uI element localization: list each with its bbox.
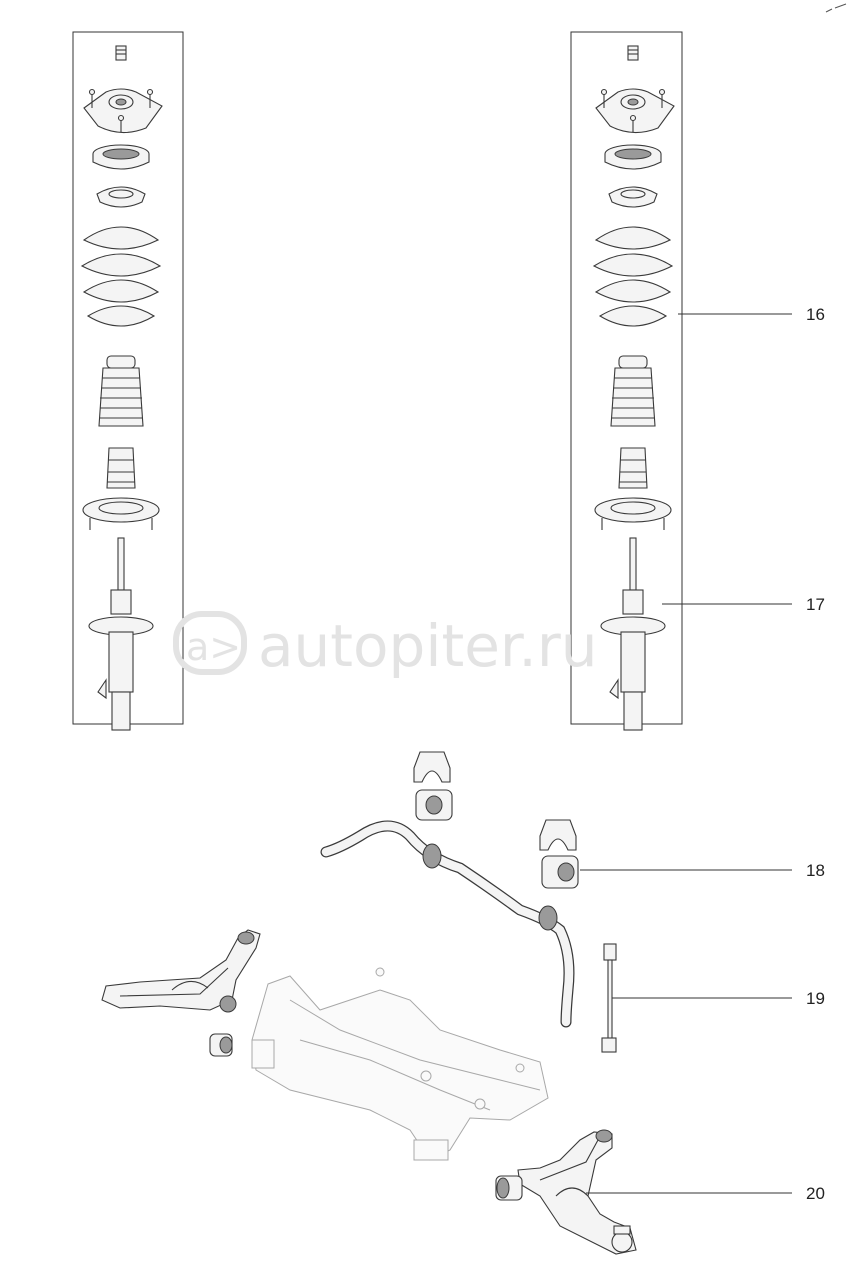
watermark-logo-icon (173, 611, 247, 675)
strut-assembly-icon (81, 45, 163, 731)
bushing-icon (209, 1033, 233, 1057)
bushing-icon (495, 1175, 523, 1201)
lower-control-arm-icon (517, 1129, 637, 1255)
watermark-text: autopiter.ru (258, 612, 597, 680)
bushing-bracket-icon (539, 819, 577, 851)
callout-18: 18 (806, 861, 825, 880)
stabilizer-bar-icon (320, 820, 575, 1028)
callout-16: 16 (806, 305, 825, 324)
lower-control-arm-icon (101, 929, 261, 1013)
callout-leaders (580, 313, 792, 1194)
strut-assembly-icon (593, 45, 675, 731)
bushing-icon (541, 855, 579, 889)
callout-19: 19 (806, 989, 825, 1008)
watermark: a> autopiter.ru (173, 611, 597, 680)
bushing-icon (415, 789, 453, 821)
callout-17: 17 (806, 595, 825, 614)
bushing-bracket-icon (413, 751, 451, 783)
watermark-logo-glyph: a> (186, 625, 241, 669)
corner-mark-icon (825, 3, 847, 13)
callout-20: 20 (806, 1184, 825, 1203)
stabilizer-link-icon (601, 943, 617, 1053)
subframe-icon (251, 967, 549, 1161)
